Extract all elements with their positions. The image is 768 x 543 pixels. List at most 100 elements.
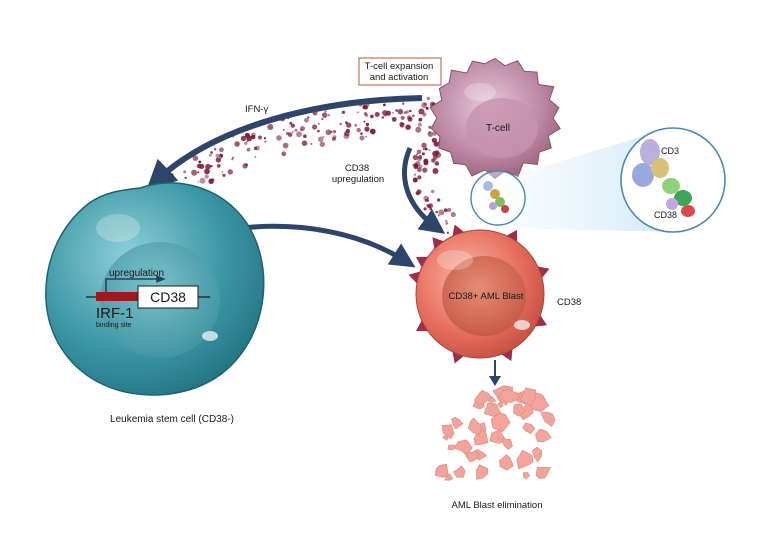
ifn-gamma-particle	[428, 212, 433, 217]
ifn-gamma-particle	[418, 108, 425, 115]
ifn-gamma-particle	[418, 117, 423, 122]
contact-protein-complex	[483, 181, 509, 213]
ifn-gamma-particle	[402, 102, 405, 105]
ifn-gamma-particle	[426, 204, 430, 207]
ifn-gamma-particle	[317, 122, 320, 125]
blast-fragment	[513, 403, 526, 417]
binding-site-label: binding site	[96, 322, 132, 329]
ifn-gamma-particle	[423, 158, 429, 164]
ifn-gamma-particle	[422, 148, 425, 151]
ifn-gamma-particle	[434, 161, 440, 166]
ifn-gamma-particle	[296, 131, 302, 138]
ifn-gamma-particle	[433, 141, 439, 147]
ifn-gamma-particle	[415, 191, 420, 196]
ifn-gamma-particle	[251, 132, 256, 138]
ifn-gamma-particle	[381, 116, 385, 119]
blast-fragment	[540, 411, 556, 427]
ifn-gamma-particle	[332, 130, 337, 134]
ifn-gamma-particle	[416, 153, 419, 156]
ifn-gamma-particle	[421, 152, 425, 156]
ifn-gamma-particle	[330, 130, 333, 133]
ifn-gamma-particle	[324, 110, 327, 113]
ifn-gamma-particle	[304, 117, 309, 123]
ifn-gamma-particle	[374, 112, 380, 117]
ifn-gamma-particle	[430, 189, 435, 194]
ifn-gamma-particle	[363, 120, 366, 123]
blast-fragment	[490, 412, 511, 432]
ifn-gamma-particle	[198, 160, 202, 164]
ifn-gamma-particle	[244, 132, 250, 138]
ifn-gamma-particle	[219, 147, 224, 153]
ifn-gamma-particle	[345, 128, 350, 133]
ifn-gamma-particle	[197, 181, 200, 183]
blast-fragment	[441, 424, 455, 440]
ifn-gamma-particle	[300, 126, 305, 131]
ifn-gamma-particle	[210, 151, 214, 154]
ifn-gamma-particle	[422, 112, 427, 117]
ifn-gamma-particle	[221, 171, 224, 173]
ifn-gamma-particle	[263, 137, 266, 140]
ifn-gamma-particle	[234, 141, 240, 147]
ifn-gamma-particle	[246, 147, 251, 152]
aml-blast-cell	[408, 224, 550, 364]
ifn-gamma-particle	[416, 167, 422, 173]
ifn-gamma-particle	[435, 210, 439, 214]
ifn-gamma-particle	[413, 173, 417, 176]
ifn-gamma-particle	[301, 140, 308, 146]
ifn-gamma-particle	[360, 132, 363, 135]
blast-fragment	[531, 446, 543, 463]
ifn-gamma-particle	[400, 115, 405, 120]
ifn-gamma-particle	[423, 207, 427, 211]
aml-blast-label: CD38+ AML Blast	[449, 291, 524, 302]
ifn-gamma-particle	[354, 123, 358, 127]
blast-fragment	[467, 417, 482, 436]
ifn-gamma-particle	[290, 123, 295, 128]
ifn-gamma-particle	[267, 124, 274, 130]
ifn-gamma-particle	[364, 112, 367, 115]
blast-fragment	[489, 429, 507, 444]
tcell-expansion-label: T-cell expansion	[365, 61, 434, 72]
blast-fragment	[520, 387, 536, 407]
ifn-gamma-particle	[391, 117, 397, 122]
ifn-gamma-particle	[199, 177, 206, 184]
gene-construct	[86, 275, 210, 309]
ifn-gamma-particle	[424, 147, 428, 151]
ifn-gamma-particle	[405, 110, 409, 114]
ifn-gamma-particle	[281, 151, 287, 157]
ifn-gamma-particle	[291, 130, 294, 133]
ifn-gamma-particle	[442, 212, 444, 214]
ifn-gamma-particle	[445, 222, 449, 225]
ifn-gamma-particle	[364, 105, 369, 110]
ifn-gamma-particle	[399, 121, 404, 127]
aml-blast-elimination-label: AML Blast elimination	[452, 500, 543, 511]
ifn-gamma-particle	[370, 114, 374, 119]
blast-fragment	[476, 464, 489, 480]
blast-fragment	[473, 390, 492, 407]
ifn-gamma-particle	[397, 108, 404, 115]
blast-fragment	[522, 422, 536, 434]
ifn-gamma-particle	[412, 114, 415, 118]
ifn-gamma-particle	[406, 115, 412, 120]
ifn-gamma-particle	[409, 109, 412, 113]
ifn-gamma-particle	[359, 135, 365, 141]
blast-fragment	[498, 388, 521, 403]
ifn-gamma-particle	[317, 129, 320, 133]
ifn-gamma-particle	[231, 156, 235, 159]
tcell-activation-label: and activation	[370, 72, 429, 83]
blast-fragment	[452, 465, 466, 478]
ifn-gamma-particle	[258, 135, 262, 140]
ifn-gamma-particle	[346, 122, 352, 128]
ifn-gamma-particle	[447, 207, 452, 213]
ifn-gamma-particle	[242, 163, 248, 169]
ifn-gamma-particle	[192, 155, 199, 161]
ifn-gamma-particle	[391, 111, 394, 114]
ifn-gamma-particle	[215, 153, 220, 158]
ifn-gamma-particle	[210, 164, 213, 168]
ifn-gamma-particle	[227, 169, 233, 175]
ifn-gamma-particle	[416, 149, 422, 155]
irf1-label: IRF-1	[96, 305, 134, 322]
ifn-gamma-particle	[204, 174, 209, 179]
irf1-binding-site-bar	[96, 292, 138, 301]
blast-fragment	[451, 416, 464, 430]
